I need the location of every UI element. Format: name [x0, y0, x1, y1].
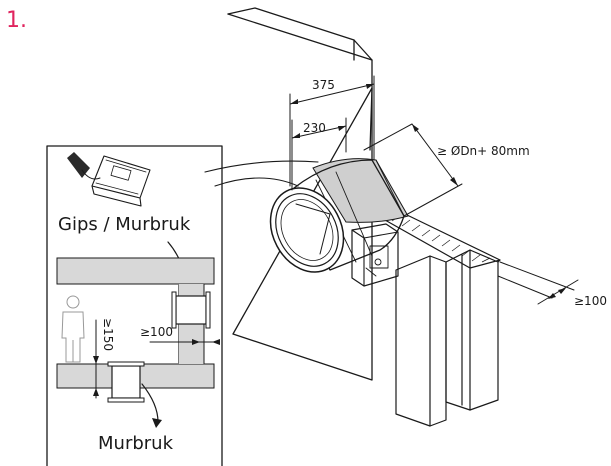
inset-damper-floor: [107, 361, 145, 403]
dim-230-text: 230: [303, 121, 326, 135]
duct-damper: [269, 158, 409, 287]
gips-murbruk-label: Gips / Murbruk: [58, 214, 191, 235]
dim-100-inset-text: ≥100: [140, 325, 173, 339]
person-silhouette-icon: [61, 295, 85, 363]
inset-leader-line: [204, 160, 319, 173]
main-wall: [227, 7, 373, 381]
inset-leader-line-2: [214, 177, 299, 187]
dimension-100-right: ≥100: [497, 261, 607, 308]
dimension-375: 375: [289, 75, 375, 187]
dim-375-text: 375: [312, 78, 335, 92]
dim-diameter-text: ≥ ØDn+ 80mm: [437, 144, 530, 158]
inset-panel: Gips / Murbruk: [46, 145, 223, 466]
side-wall: [384, 213, 501, 427]
dimension-diameter: ≥ ØDn+ 80mm: [363, 123, 530, 217]
murbruk-label: Murbruk: [98, 433, 174, 454]
dimension-230: 230: [291, 117, 347, 191]
inset-damper-vertical: [171, 291, 211, 329]
dim-150-inset-text: ≥150: [101, 318, 115, 351]
product-package-icon: [67, 152, 151, 207]
step-number: 1.: [6, 8, 27, 33]
dim-100-right-text: ≥100: [574, 294, 607, 308]
